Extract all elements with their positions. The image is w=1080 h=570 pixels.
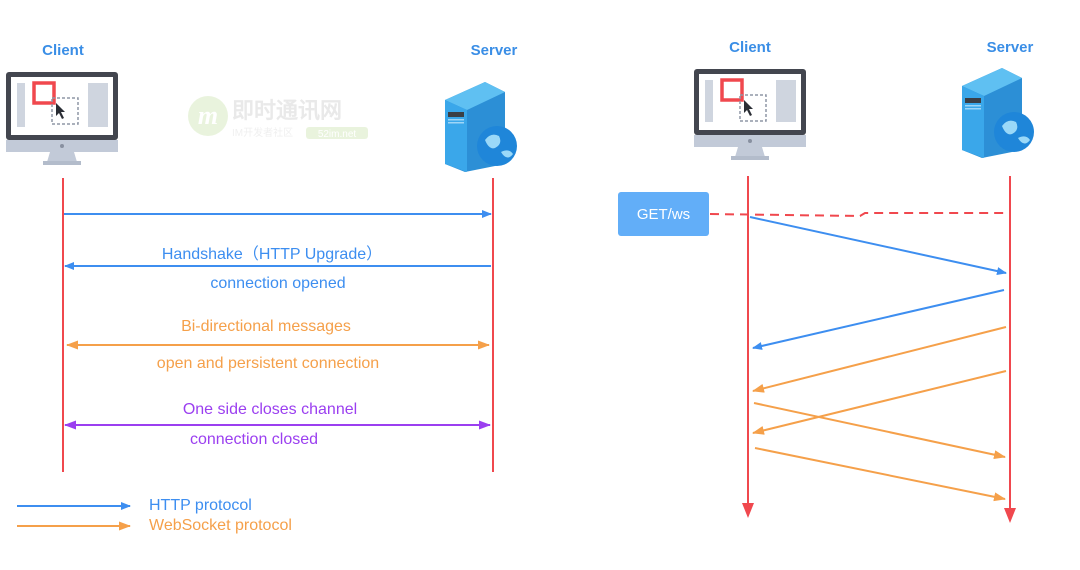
client-monitor-icon bbox=[6, 72, 118, 165]
right-msg-1-http-request bbox=[749, 216, 1007, 275]
right-server-label: Server bbox=[986, 39, 1034, 56]
closes-channel-label: One side closes channel bbox=[182, 401, 358, 418]
right-client-label: Client bbox=[729, 39, 771, 56]
watermark: m 即时通讯网 IM开发者社区 52im.net bbox=[186, 92, 376, 147]
legend-websocket-label: WebSocket protocol bbox=[149, 517, 292, 534]
bidirectional-label: Bi-directional messages bbox=[181, 318, 351, 335]
right-msg-3-ws bbox=[752, 326, 1007, 393]
watermark-title: 即时通讯网 bbox=[232, 98, 342, 123]
right-client-lifeline-arrowhead bbox=[742, 503, 754, 518]
right-msg-2-http-response bbox=[752, 289, 1005, 350]
right-msg-5-ws bbox=[753, 402, 1006, 460]
persistent-connection-label: open and persistent connection bbox=[156, 355, 380, 372]
connection-opened-label: connection opened bbox=[210, 275, 346, 292]
get-ws-badge: GET/ws bbox=[618, 192, 709, 236]
watermark-subtitle: IM开发者社区 bbox=[232, 126, 293, 139]
left-client-label: Client bbox=[42, 42, 84, 59]
connection-closed-label: connection closed bbox=[189, 431, 319, 448]
watermark-site: 52im.net bbox=[318, 129, 357, 140]
right-server-tower-icon bbox=[962, 68, 1034, 158]
svg-text:m: m bbox=[198, 101, 218, 130]
right-msg-6-ws bbox=[754, 447, 1006, 502]
right-client-monitor-icon bbox=[694, 69, 806, 160]
watermark-logo-icon bbox=[188, 96, 228, 136]
legend-http-label: HTTP protocol bbox=[149, 497, 252, 514]
right-msg-4-ws bbox=[752, 370, 1007, 435]
handshake-label: Handshake（HTTP Upgrade） bbox=[161, 246, 383, 263]
left-server-label: Server bbox=[470, 42, 518, 59]
right-server-lifeline-arrowhead bbox=[1004, 508, 1016, 523]
get-ws-dashed-line bbox=[709, 212, 1008, 218]
server-tower-icon bbox=[445, 82, 517, 172]
